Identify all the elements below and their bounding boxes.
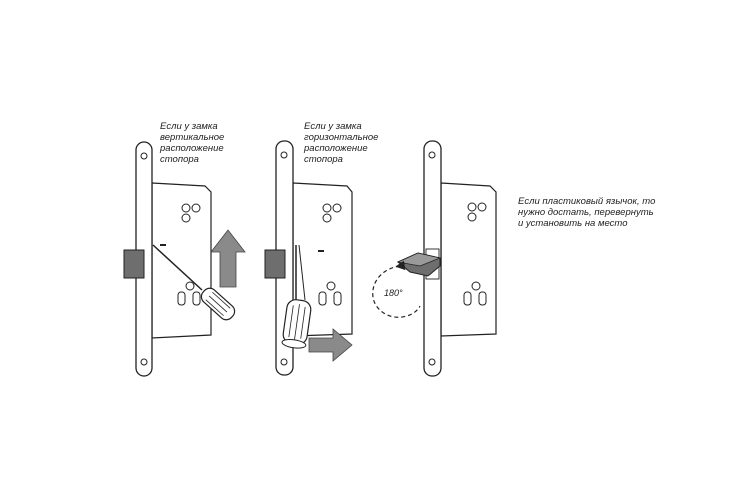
screwdriver-shaft [298,244,306,301]
caption-horizontal-stopper: Если у замка горизонтальное расположение… [304,121,378,165]
panel-horizontal-stopper [264,140,353,376]
screw-hole [280,358,288,366]
panel-vertical-stopper [123,141,246,377]
screw-hole [140,358,148,366]
caption-line: Если пластиковый язычок, то [518,196,656,207]
screwdriver-handle [281,299,312,349]
rotation-angle-label: 180° [384,288,403,298]
stopper-slot [318,250,324,252]
spindle-hole [477,202,487,212]
spindle-hole [181,213,191,223]
caption-line: и установить на место [518,218,628,229]
screw-hole [428,151,436,159]
caption-plastic-latch: Если пластиковый язычок, то нужно достат… [518,196,655,229]
cylinder-slot [177,291,186,306]
cylinder-slot [192,291,201,306]
caption-line: вертикальное [160,132,225,143]
up-arrow [210,229,246,288]
spindle-hole [322,203,332,213]
caption-line: стопора [160,154,199,165]
screw-hole [428,358,436,366]
screw-hole [280,151,288,159]
cylinder-slot [318,291,327,306]
cylinder-slot [333,291,342,306]
screw-hole [140,152,148,160]
spindle-hole [191,203,201,213]
caption-line: горизонтальное [304,132,379,143]
spindle-hole [326,281,336,291]
caption-vertical-stopper: Если у замка вертикальное расположение с… [160,121,224,165]
lock-body [151,182,212,339]
screwdriver-shaft [152,244,203,291]
spindle-hole [467,202,477,212]
right-arrow [308,328,353,362]
screwdriver-handle [200,287,236,321]
plastic-latch-face [396,252,442,267]
cylinder-slot [478,291,487,306]
spindle-hole [185,281,195,291]
spindle-hole [322,213,332,223]
spindle-hole [181,203,191,213]
spindle-hole [471,281,481,291]
spindle-hole [467,212,477,222]
panel-latch-flip [372,140,497,377]
caption-line: расположение [304,143,368,154]
rotation-arrow [372,260,421,318]
caption-line: стопора [304,154,343,165]
spindle-hole [332,203,342,213]
cylinder-slot [463,291,472,306]
caption-line: Если у замка [304,121,362,132]
caption-line: нужно достать, перевернуть [518,207,654,218]
caption-line: расположение [160,143,224,154]
stopper-slot [160,244,166,246]
caption-line: Если у замка [160,121,218,132]
latch [123,249,145,279]
latch [264,249,286,279]
